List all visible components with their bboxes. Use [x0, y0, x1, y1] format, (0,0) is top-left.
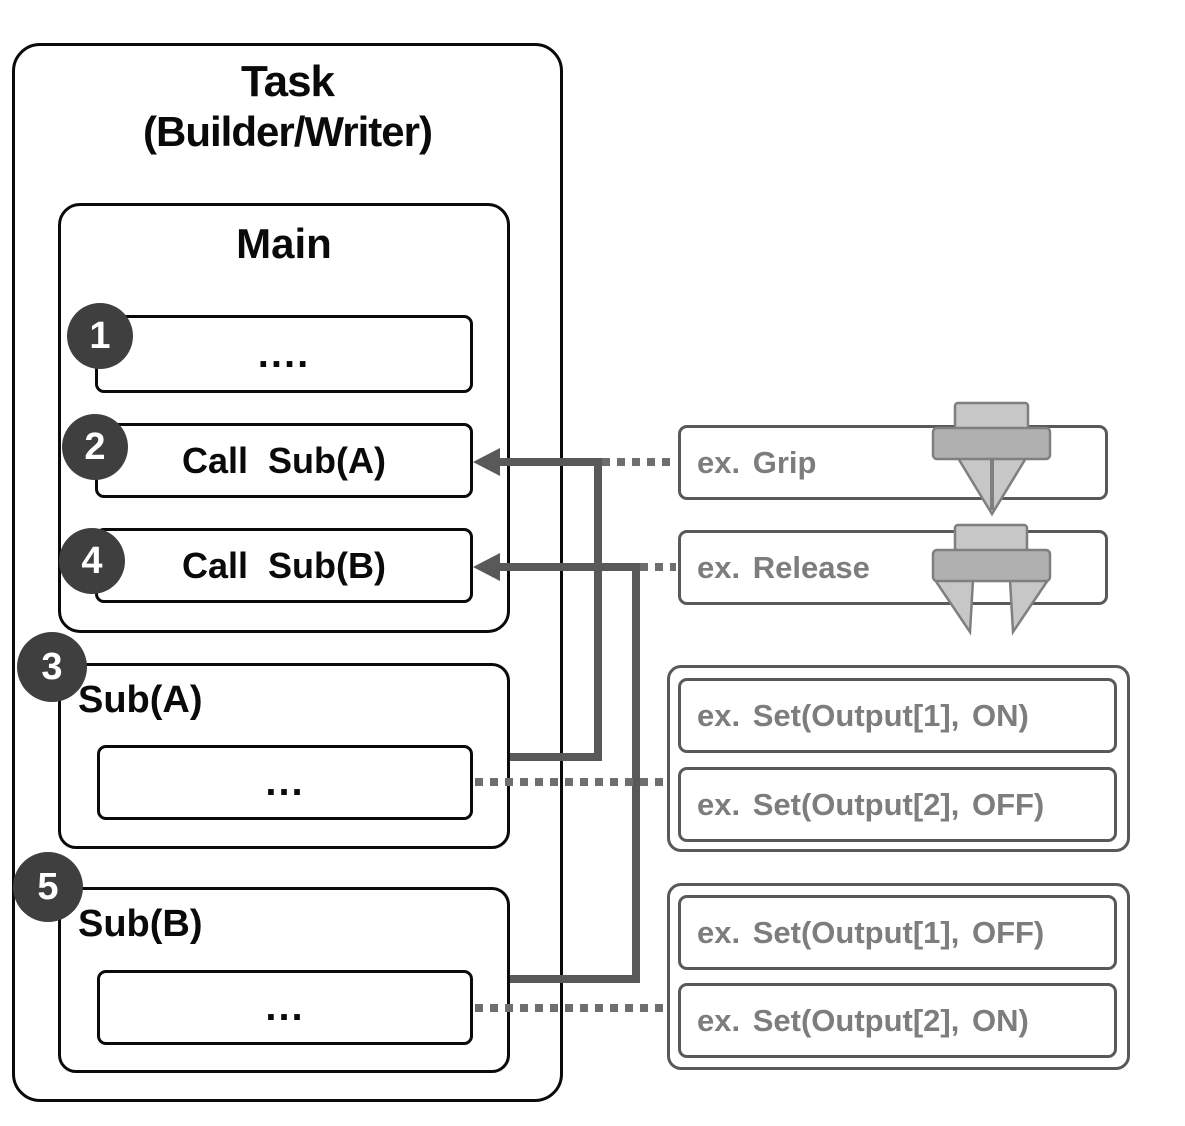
main-step-1-label: .... — [257, 331, 311, 376]
sub-a-title: Sub(A) — [78, 679, 203, 721]
example-grip-box: ex. Grip — [678, 425, 1108, 500]
example-set-b1-box: ex. Set(Output[1], OFF) — [678, 895, 1117, 970]
example-set-b1-label: ex. Set(Output[1], OFF) — [697, 914, 1045, 950]
call-sub-b-label: Call Sub(B) — [182, 544, 386, 586]
sub-b-body-label: ... — [265, 985, 305, 1029]
task-title: Task (Builder/Writer) — [12, 57, 563, 157]
example-release-label: ex. Release — [697, 549, 870, 585]
example-grip-label: ex. Grip — [697, 444, 817, 480]
example-set-a1-label: ex. Set(Output[1], ON) — [697, 697, 1029, 733]
sub-b-body-box: ... — [97, 970, 473, 1045]
main-step-call-sub-a-box: Call Sub(A) — [95, 423, 473, 498]
step-badge-3: 3 — [17, 632, 87, 702]
step-badge-1: 1 — [67, 303, 133, 369]
step-badge-2: 2 — [62, 414, 128, 480]
example-release-box: ex. Release — [678, 530, 1108, 605]
step-badge-4: 4 — [59, 528, 125, 594]
sub-a-body-label: ... — [265, 760, 305, 804]
call-sub-a-label: Call Sub(A) — [182, 439, 386, 481]
main-title: Main — [236, 220, 332, 267]
main-step-1-box: .... — [95, 315, 473, 393]
step-badge-5: 5 — [13, 852, 83, 922]
main-step-call-sub-b-box: Call Sub(B) — [95, 528, 473, 603]
task-title-line2: (Builder/Writer) — [143, 108, 433, 155]
task-title-line1: Task — [240, 57, 335, 106]
example-set-b2-box: ex. Set(Output[2], ON) — [678, 983, 1117, 1058]
example-set-b2-label: ex. Set(Output[2], ON) — [697, 1002, 1029, 1038]
example-set-a2-box: ex. Set(Output[2], OFF) — [678, 767, 1117, 842]
sub-a-body-box: ... — [97, 745, 473, 820]
example-set-a2-label: ex. Set(Output[2], OFF) — [697, 786, 1045, 822]
example-set-a1-box: ex. Set(Output[1], ON) — [678, 678, 1117, 753]
sub-b-title: Sub(B) — [78, 903, 203, 945]
